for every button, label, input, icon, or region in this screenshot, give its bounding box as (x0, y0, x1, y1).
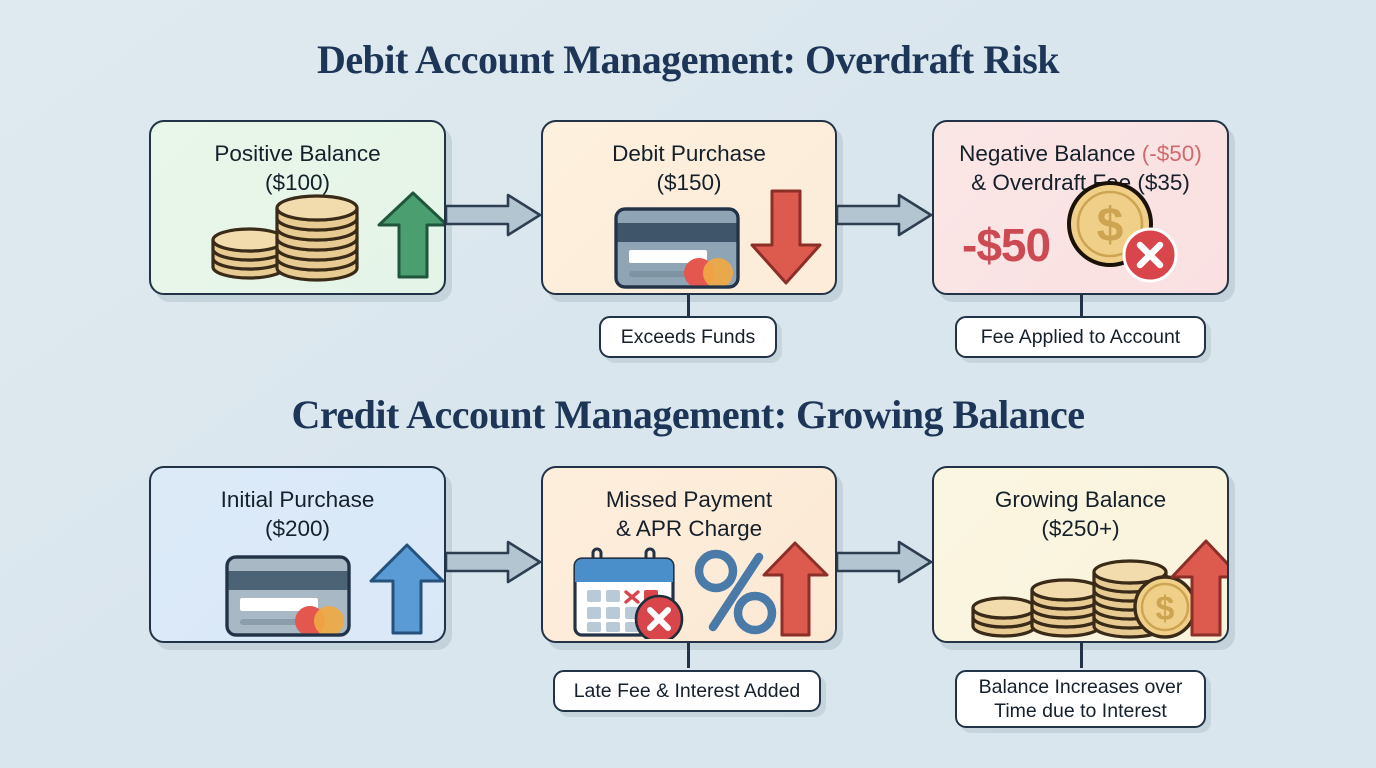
pill-fee-applied: Fee Applied to Account (955, 316, 1206, 358)
card-initial-purchase-title: Initial Purchase ($200) (151, 486, 444, 544)
card-positive-balance-art (151, 179, 444, 289)
svg-text:$: $ (1156, 590, 1175, 628)
coin-stack-icon (211, 194, 359, 282)
card-positive-balance[interactable]: Positive Balance ($100) (149, 120, 446, 295)
card-title-line1: Negative Balance (959, 141, 1136, 166)
card-title-line2: ($200) (264, 515, 331, 541)
card-missed-payment[interactable]: Missed Payment & APR Charge (541, 466, 837, 643)
pill-late-fee-interest: Late Fee & Interest Added (553, 670, 821, 712)
svg-text:$: $ (1097, 199, 1124, 252)
card-growing-balance-title: Growing Balance ($250+) (934, 486, 1227, 544)
up-arrow-red-icon (762, 541, 829, 637)
pill-line1: Balance Increases over (978, 675, 1183, 698)
card-missed-payment-art (543, 527, 835, 639)
down-arrow-red-icon (750, 189, 822, 285)
arrow-card5-to-card6 (835, 540, 933, 589)
card-title-line1: Debit Purchase (612, 141, 766, 166)
arrow-card1-to-card2 (444, 193, 542, 242)
card-title-accent: (-$50) (1141, 141, 1202, 166)
credit-card-icon (614, 207, 740, 289)
card-title-line2: & APR Charge (615, 515, 763, 541)
card-growing-balance[interactable]: Growing Balance ($250+) (932, 466, 1229, 643)
arrow-card2-to-card3 (835, 193, 933, 242)
debit-section-title: Debit Account Management: Overdraft Risk (316, 37, 1060, 82)
card-debit-purchase[interactable]: Debit Purchase ($150) (541, 120, 837, 295)
card-debit-purchase-art (543, 179, 835, 289)
coin-stacks-growing-icon (971, 559, 1168, 639)
pill-exceeds-funds: Exceeds Funds (599, 316, 777, 358)
card-title-line2: ($150) (656, 169, 722, 195)
red-x-badge-icon (634, 594, 684, 639)
credit-section-title: Credit Account Management: Growing Balan… (291, 392, 1085, 437)
card-title-line2: & Overdraft Fee ($35) (971, 169, 1190, 195)
card-negative-balance-art: $ (934, 179, 1227, 289)
red-x-badge-icon (1122, 227, 1178, 283)
card-negative-balance-title: Negative Balance (-$50) & Overdraft Fee … (934, 140, 1227, 198)
pill-balance-increases: Balance Increases over Time due to Inter… (955, 670, 1206, 728)
up-arrow-blue-icon (369, 543, 444, 635)
stem-missed-payment (687, 643, 690, 668)
up-arrow-red-icon (1170, 539, 1227, 637)
stem-overdraft-fee (1080, 295, 1083, 318)
card-initial-purchase[interactable]: Initial Purchase ($200) (149, 466, 446, 643)
card-title-line1: Initial Purchase (220, 487, 375, 512)
stem-growing-balance (1080, 643, 1083, 668)
card-initial-purchase-art (151, 527, 444, 637)
card-title-line1: Growing Balance (994, 487, 1167, 512)
dollar-coin-icon: $ (1133, 575, 1197, 639)
card-positive-balance-title: Positive Balance ($100) (151, 140, 444, 198)
up-arrow-green-icon (377, 191, 444, 279)
card-title-line1: Positive Balance (214, 141, 381, 166)
stem-debit-purchase (687, 295, 690, 318)
credit-card-icon (225, 555, 351, 637)
pill-line2: Time due to Interest (994, 700, 1167, 722)
card-debit-purchase-title: Debit Purchase ($150) (543, 140, 835, 198)
card-growing-balance-art: $ (934, 527, 1227, 639)
card-missed-payment-title: Missed Payment & APR Charge (543, 486, 835, 544)
card-title-line2: ($100) (264, 169, 331, 195)
arrow-card4-to-card5 (444, 540, 542, 589)
negative-balance-amount: -$50 (962, 219, 1051, 271)
card-negative-balance[interactable]: Negative Balance (-$50) & Overdraft Fee … (932, 120, 1229, 295)
percent-icon (694, 549, 777, 635)
card-title-line1: Missed Payment (605, 487, 773, 512)
card-title-line2: ($250+) (1041, 515, 1120, 541)
